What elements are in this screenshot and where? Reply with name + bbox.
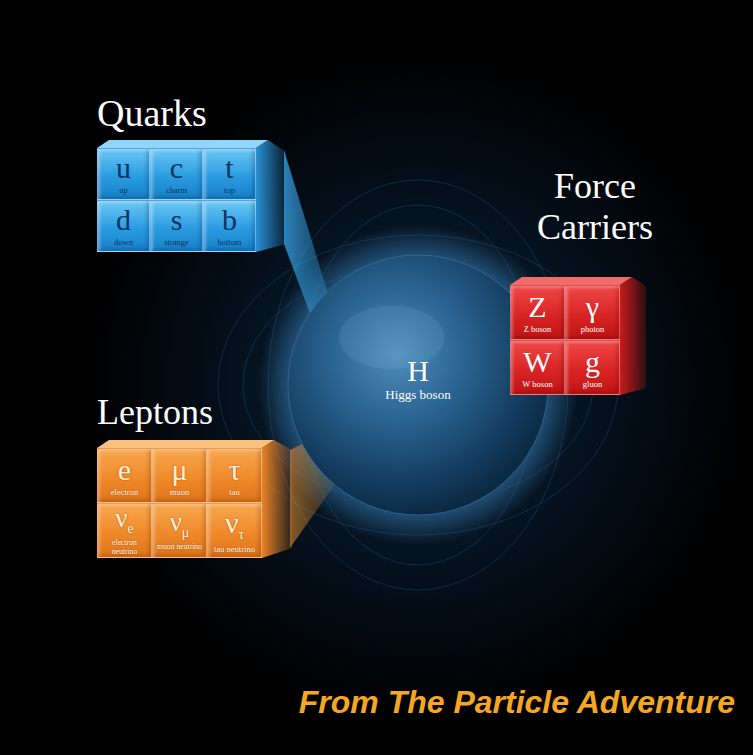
- particle-symbol: b: [222, 203, 237, 236]
- particle-name: electron neutrino: [100, 539, 149, 555]
- particle-cube: Z Z boson: [510, 285, 565, 340]
- cube-top-face: [510, 277, 632, 285]
- particle-name: muon: [170, 488, 189, 497]
- particle-cube: νμ muon neutrino: [152, 503, 207, 558]
- cube-side-face: [262, 440, 292, 558]
- particle-symbol-line: W: [523, 347, 551, 377]
- particle-symbol: u: [116, 151, 131, 184]
- particle-symbol: W: [523, 345, 551, 378]
- particle-symbol: e: [118, 453, 131, 486]
- particle-name: tau: [229, 488, 239, 497]
- particle-name: gluon: [583, 380, 602, 389]
- particle-name: top: [224, 186, 235, 195]
- particle-symbol-line: νe: [115, 505, 133, 536]
- particle-symbol-line: c: [170, 153, 183, 183]
- particle-name: up: [119, 186, 128, 195]
- particle-symbol: H: [407, 355, 429, 387]
- particle-cube: μ muon: [152, 448, 207, 503]
- particle-cube: c charm: [150, 148, 203, 200]
- particle-symbol-line: μ: [171, 455, 187, 485]
- particle-symbol-line: e: [118, 455, 131, 485]
- group-heading: Leptons: [97, 392, 267, 433]
- particle-symbol-line: Z: [528, 292, 546, 322]
- particle-symbol: ν: [170, 507, 182, 537]
- particle-name: Higgs boson: [385, 387, 450, 403]
- particle-cube: t top: [203, 148, 256, 200]
- particle-symbol: ν: [225, 506, 239, 539]
- particle-name: Z boson: [524, 325, 552, 334]
- particle-symbol-line: τ: [228, 455, 240, 485]
- particle-name: W boson: [522, 380, 552, 389]
- particle-symbol: Z: [528, 290, 546, 323]
- particle-name: electron: [111, 488, 138, 497]
- particle-symbol-line: u: [116, 153, 131, 183]
- particle-symbol-line: g: [585, 347, 600, 377]
- particle-symbol-line: d: [116, 205, 131, 235]
- particle-cube: W W boson: [510, 340, 565, 395]
- cube-side-face: [256, 140, 286, 252]
- particle-symbol-line: ντ: [225, 508, 244, 542]
- particle-cube: b bottom: [203, 200, 256, 252]
- particle-cube: e electron: [97, 448, 152, 503]
- field-line: [268, 180, 568, 590]
- particle-name: charm: [166, 186, 187, 195]
- particle-name: muon neutrino: [157, 543, 202, 551]
- particle-symbol-line: s: [171, 205, 183, 235]
- symbol-subscript: e: [128, 521, 134, 536]
- particle-group: Quarks u up c charm t top d down s strange b bottom: [95, 92, 266, 254]
- particle-symbol-line: t: [225, 153, 233, 183]
- particle-symbol: c: [170, 151, 183, 184]
- cube-top-face: [97, 440, 274, 448]
- particle-symbol-line: γ: [586, 292, 599, 322]
- cube-side-face: [620, 277, 646, 395]
- caption: From The Particle Adventure: [299, 684, 735, 721]
- particle-symbol: d: [116, 203, 131, 236]
- particle-symbol-line: b: [222, 205, 237, 235]
- particle-symbol: t: [225, 151, 233, 184]
- particle-cube: νe electron neutrino: [97, 503, 152, 558]
- particle-cube: u up: [97, 148, 150, 200]
- particle-cube: d down: [97, 200, 150, 252]
- particle-symbol: ν: [115, 503, 127, 533]
- particle-name: strange: [164, 238, 189, 247]
- group-heading: Force Carriers: [515, 166, 675, 249]
- particle-symbol: g: [585, 345, 600, 378]
- particle-name: down: [114, 238, 133, 247]
- particle-name: photon: [581, 325, 605, 334]
- particle-name: bottom: [217, 238, 241, 247]
- particle-cube: ντ tau neutrino: [207, 503, 262, 558]
- particle-cube: s strange: [150, 200, 203, 252]
- sphere-body: [288, 255, 548, 515]
- particle-name: tau neutrino: [214, 545, 255, 554]
- particle-symbol: γ: [586, 290, 599, 323]
- symbol-subscript: μ: [182, 525, 190, 540]
- cube-top-face: [97, 140, 268, 148]
- particle-cube: g gluon: [565, 340, 620, 395]
- symbol-subscript: τ: [238, 527, 244, 542]
- particle-symbol-line: νμ: [170, 509, 190, 540]
- particle-symbol: s: [171, 203, 183, 236]
- particle-group: Leptonseelectronμmuonτtauνeelectron neut…: [95, 392, 271, 562]
- particle-symbol: τ: [228, 453, 240, 486]
- particle-cube: γ photon: [565, 285, 620, 340]
- particle-group: Force CarriersZ Z boson γ photonW W boson g gl…: [500, 166, 680, 398]
- particle-cube: τ tau: [207, 448, 262, 503]
- particle-symbol: μ: [171, 453, 187, 486]
- group-heading: Quarks: [97, 92, 262, 136]
